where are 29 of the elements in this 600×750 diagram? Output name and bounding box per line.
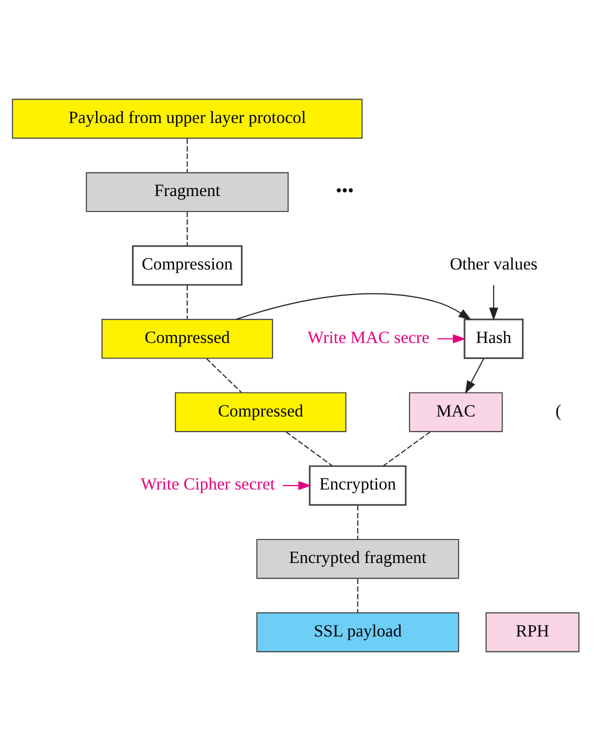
connector	[383, 431, 430, 466]
connector	[286, 431, 333, 466]
arrow	[489, 284, 498, 320]
node-box: MAC	[408, 392, 503, 432]
connector	[186, 284, 188, 318]
arrow	[437, 334, 466, 343]
node-box: Encryption	[308, 464, 407, 506]
node-text: Write Cipher secret	[140, 474, 275, 494]
label: (	[556, 400, 562, 420]
node-text: Write MAC secre	[308, 327, 430, 346]
label: •••	[336, 180, 354, 200]
arrow	[465, 358, 484, 394]
connector	[357, 578, 358, 612]
node-box: Fragment	[86, 172, 289, 212]
node-box: Encrypted fragment	[256, 538, 460, 578]
node-box: RPH	[486, 612, 580, 652]
node-box: Compressed	[174, 392, 346, 432]
connector	[186, 138, 188, 172]
connector	[186, 211, 188, 246]
connector	[357, 504, 358, 538]
node-box: Compression	[132, 244, 243, 286]
connector	[206, 358, 242, 392]
node-box: Hash	[464, 318, 524, 359]
node-text: Other values	[450, 254, 538, 274]
node-box: SSL payload	[256, 612, 460, 652]
arrow	[282, 480, 312, 490]
arrow	[236, 292, 472, 320]
node-box: Payload from upper layer protocol	[12, 98, 363, 138]
node-box: Compressed	[102, 318, 274, 358]
